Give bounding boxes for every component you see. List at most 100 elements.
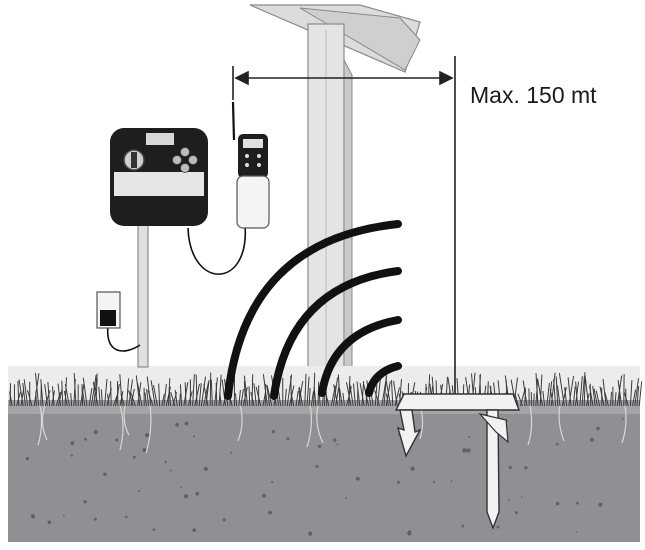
grass-blade <box>290 391 295 407</box>
soil-speck <box>462 448 467 453</box>
grass-roots <box>37 404 627 454</box>
grass-blade <box>546 382 550 407</box>
grass-blade <box>535 373 539 407</box>
soil-speck <box>508 465 512 469</box>
grass-blade <box>57 383 62 407</box>
grass-blade <box>555 376 559 407</box>
grass-blade <box>522 380 528 407</box>
grass-blade <box>198 383 202 407</box>
grass-blade <box>47 381 51 407</box>
grass-blade <box>519 387 526 407</box>
grass-blade <box>81 388 86 407</box>
grass-blade <box>104 378 108 407</box>
grass-blade <box>168 388 172 407</box>
grass-blade <box>584 372 590 407</box>
grass-blade <box>92 381 99 407</box>
soil-speck <box>397 480 400 484</box>
grass-blade <box>284 388 287 407</box>
grass-blade <box>304 373 307 407</box>
grass-blade <box>581 375 585 407</box>
grass-blade <box>158 383 161 407</box>
grass-blade <box>623 392 629 407</box>
grass-blade <box>44 390 51 407</box>
soil-speck <box>184 421 189 426</box>
grass-blade <box>610 391 612 407</box>
grass <box>9 372 643 407</box>
soil-speck <box>333 438 337 442</box>
grass-blade <box>602 378 607 407</box>
grass-blade <box>163 384 167 407</box>
soil-speck <box>598 502 603 507</box>
signal-wave-3 <box>270 267 402 400</box>
grass-blade <box>313 386 317 407</box>
soil-speck <box>184 494 189 499</box>
soil-speck <box>315 464 319 468</box>
soil-speck <box>84 437 87 441</box>
grass-blade <box>310 391 314 407</box>
grass-blade <box>243 375 249 407</box>
soil-speck <box>152 528 156 531</box>
grass-blade <box>81 384 84 407</box>
grass-blade <box>374 390 381 407</box>
soil-specks <box>25 417 624 536</box>
grass-blade <box>383 375 387 407</box>
soil-speck <box>70 454 74 457</box>
grass-blade <box>238 389 241 407</box>
grass-blade <box>514 393 519 407</box>
grass-blade <box>23 379 29 407</box>
soil-speck <box>355 476 360 481</box>
soil-speck <box>496 525 500 529</box>
soil-speck <box>271 430 276 434</box>
grass-blade <box>583 378 586 407</box>
grass-blade <box>517 393 524 407</box>
grass-blade <box>589 385 594 407</box>
grass-blade <box>634 378 639 407</box>
grass-blade <box>533 393 535 407</box>
soil-speck <box>115 438 119 442</box>
soil-speck <box>407 530 412 534</box>
building <box>249 4 421 381</box>
grass-blade <box>548 381 553 407</box>
soil-speck <box>145 433 150 438</box>
soil-speck <box>555 443 559 446</box>
soil-speck <box>286 437 290 441</box>
grass-blade <box>356 381 361 407</box>
grass-blade <box>599 386 605 407</box>
grass-blade <box>240 388 244 407</box>
grass-blade <box>82 377 88 407</box>
grass-blade <box>549 388 554 407</box>
grass-blade <box>572 386 576 407</box>
grass-blade <box>195 374 198 407</box>
soil-speck <box>164 460 167 464</box>
grass-blade <box>35 372 40 407</box>
grass-blade <box>135 375 141 407</box>
grass-blade <box>120 393 125 407</box>
grass-blade <box>589 383 592 407</box>
grass-blade <box>178 393 181 407</box>
soil-speck <box>466 448 471 453</box>
soil-speck <box>203 466 208 471</box>
grass-blade <box>153 385 158 407</box>
soil-sensor-icon <box>394 393 521 530</box>
grass-blade <box>55 392 61 407</box>
soil-speck <box>30 514 36 519</box>
grass-blade <box>73 372 77 407</box>
signal-wave-2 <box>318 316 402 397</box>
soil-speck <box>576 501 579 505</box>
grass-blade <box>539 374 543 407</box>
grass-blade <box>568 375 575 407</box>
grass-blade <box>567 377 572 407</box>
grass-blade <box>557 385 561 407</box>
grass-blade <box>564 387 568 407</box>
soil-speck <box>555 501 560 506</box>
grass-blade <box>35 391 37 407</box>
grass-blade <box>192 374 195 407</box>
grass-blade <box>221 379 227 407</box>
grass-blade <box>575 381 579 407</box>
grass-blade <box>561 386 567 407</box>
grass-blade <box>9 391 13 407</box>
grass-blade <box>70 392 73 407</box>
grass-blade <box>64 377 67 407</box>
grass-blade <box>63 390 68 407</box>
soil-speck <box>93 517 97 521</box>
